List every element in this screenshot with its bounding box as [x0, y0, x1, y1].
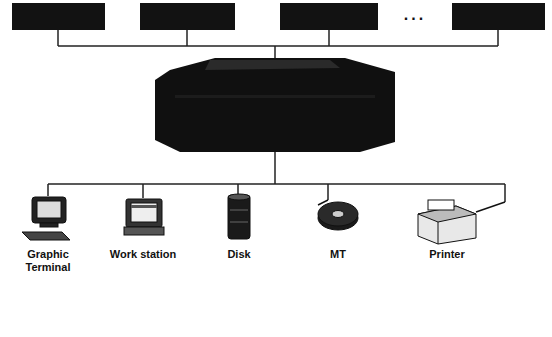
ellipsis: ... [395, 6, 435, 24]
device-label: MT [308, 248, 368, 261]
device-label: Disk [209, 248, 269, 261]
device-label: Work station [103, 248, 183, 261]
device-label: Graphic Terminal [18, 248, 78, 273]
device-label: Printer [412, 248, 482, 261]
